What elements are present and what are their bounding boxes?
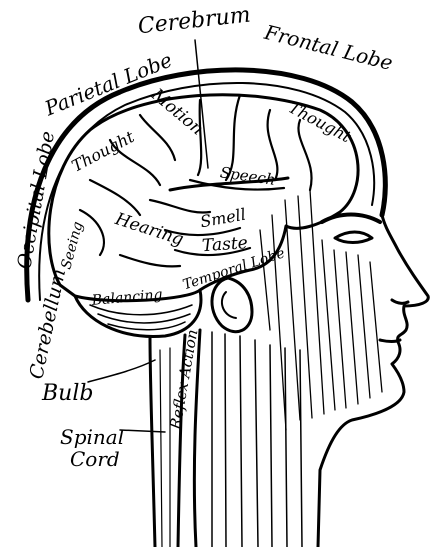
scalp-outline	[24, 67, 388, 303]
neck-back	[192, 328, 202, 547]
neck-shading	[211, 331, 303, 547]
label-parietal-lobe: Parietal Lobe	[40, 48, 175, 121]
label-taste: Taste	[201, 233, 248, 256]
skull-inner	[38, 82, 376, 301]
cerebellum	[73, 288, 203, 339]
label-cord: Cord	[70, 447, 120, 471]
nostril	[390, 298, 410, 305]
label-spinal: Spinal	[60, 425, 124, 449]
face-shading	[259, 189, 383, 431]
label-thought-left: Thought	[68, 127, 137, 176]
cerebellum-folia	[89, 304, 193, 331]
label-cerebellum: Cerebellum	[25, 267, 70, 381]
ear	[210, 276, 254, 334]
face-profile	[316, 213, 430, 547]
label-hearing: Hearing	[112, 209, 186, 250]
label-seeing: Seeing	[58, 220, 86, 271]
leader-bulb	[87, 359, 156, 383]
brainstem-shading	[159, 347, 171, 547]
label-frontal-lobe: Frontal Lobe	[261, 20, 395, 75]
brain-folds	[78, 93, 313, 268]
label-speech: Speech	[219, 163, 277, 189]
eye	[333, 230, 374, 244]
leader-cerebrum	[194, 39, 209, 169]
leader-spinal-cord	[119, 429, 166, 433]
label-balancing: Balancing	[90, 287, 163, 309]
brainstem	[148, 333, 187, 547]
fissure-sylvian	[168, 176, 290, 192]
label-thought-right: Thought	[285, 98, 354, 147]
label-bulb: Bulb	[41, 381, 93, 406]
label-cerebrum: Cerebrum	[137, 3, 252, 40]
ear-inner	[220, 291, 237, 319]
mouth	[378, 338, 402, 343]
